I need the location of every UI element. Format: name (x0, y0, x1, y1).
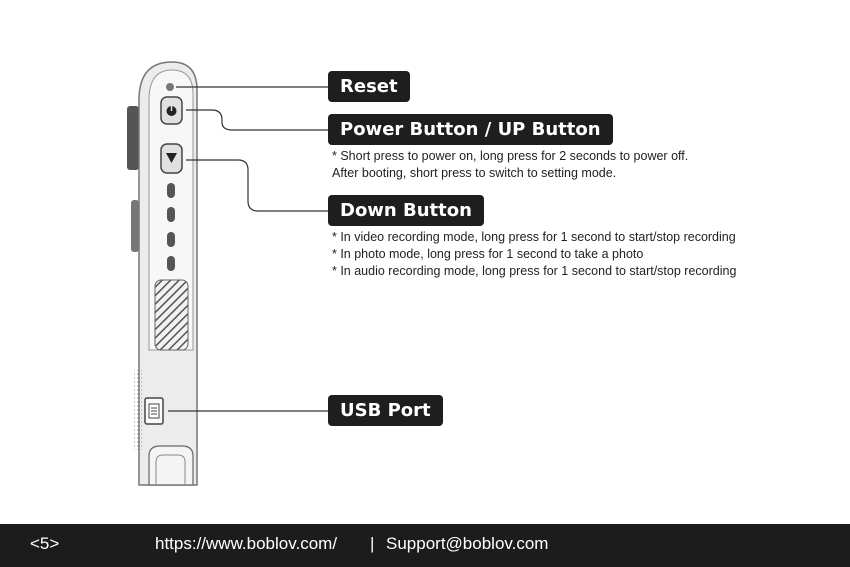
down-button-callout: Down Button (328, 195, 484, 226)
down-note-3: * In audio recording mode, long press fo… (332, 264, 737, 278)
leader-lines (168, 86, 328, 412)
device-side-button (131, 200, 139, 252)
grip-texture (134, 370, 142, 450)
power-icon (166, 105, 177, 116)
power-button-callout: Power Button / UP Button (328, 114, 613, 145)
footer-separator: | (370, 534, 375, 553)
power-note-1: * Short press to power on, long press fo… (332, 149, 689, 163)
device-illustration (127, 61, 328, 486)
usb-port-callout: USB Port (328, 395, 443, 426)
website-link[interactable]: https://www.boblov.com/ (155, 534, 338, 553)
support-email[interactable]: Support@boblov.com (386, 534, 549, 553)
down-note-2: * In photo mode, long press for 1 second… (332, 247, 644, 261)
indicator-light (167, 183, 175, 198)
indicator-light (167, 232, 175, 247)
reset-hole[interactable] (166, 83, 174, 91)
indicator-light (167, 256, 175, 271)
indicator-light (167, 207, 175, 222)
page-number: <5> (30, 534, 60, 553)
down-note-1: * In video recording mode, long press fo… (332, 230, 736, 244)
footer-bar: <5> https://www.boblov.com/ | Support@bo… (0, 524, 850, 567)
power-note-2: After booting, short press to switch to … (332, 166, 617, 180)
down-arrow-icon (166, 153, 177, 163)
speaker-grille (154, 279, 189, 351)
device-side-grip (127, 106, 139, 170)
reset-callout: Reset (328, 71, 410, 102)
